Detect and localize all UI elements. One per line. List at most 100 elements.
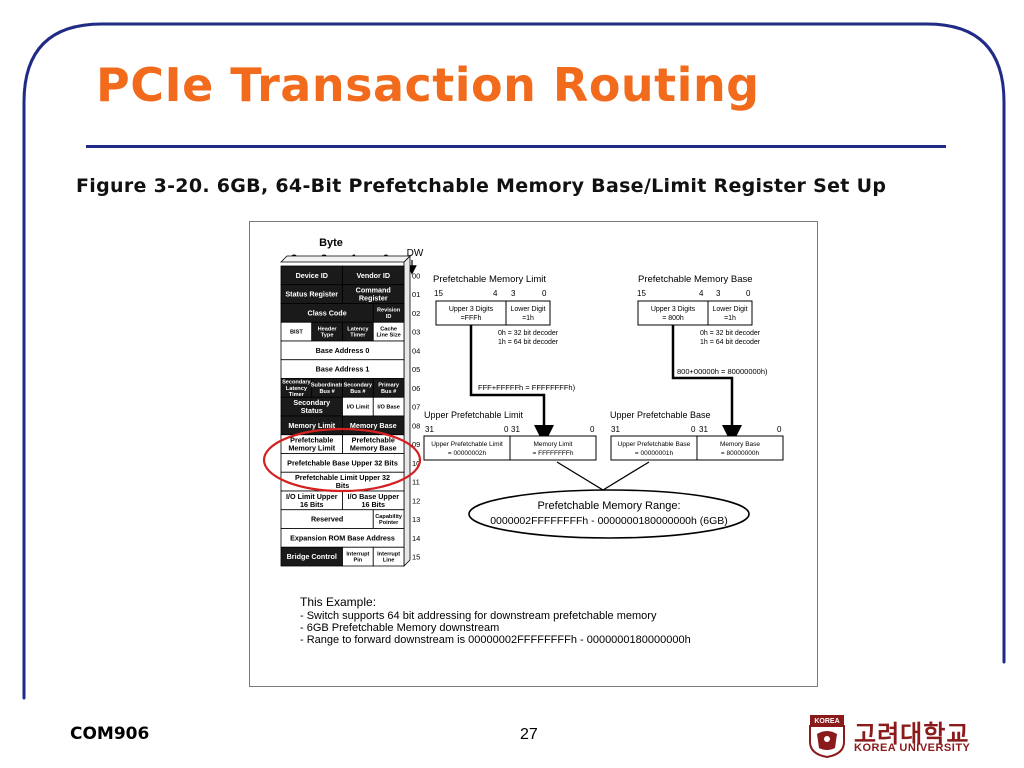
memory-base-cell-value: = 80000000h [721,450,760,457]
register-cell-label: Memory Base [350,421,397,430]
upper-limit-bit-31a: 31 [425,425,434,434]
limit-bit-4: 4 [493,289,498,298]
example-heading: This Example: [300,595,376,609]
university-crest-icon: KOREA [809,715,845,758]
limit-routing-arrow [469,325,554,445]
example-line-2: - 6GB Prefetchable Memory downstream [300,622,499,634]
base-lower-field [707,300,753,326]
dw-index: 04 [412,346,420,355]
byte-label: Byte [319,237,343,249]
register-cell-label: BIST [290,330,303,336]
dw-index: 05 [412,365,420,374]
dw-index: 01 [412,290,420,299]
logo-english-text: KOREA UNIVERSITY [854,742,971,754]
range-value: 0000002FFFFFFFFh - 0000000180000000h (6G… [490,515,728,527]
dw-index: 15 [412,553,420,562]
upper-base-bit-0a: 0 [691,425,696,434]
figure-caption: Figure 3-20. 6GB, 64-Bit Prefetchable Me… [76,175,887,197]
dw-index: 13 [412,515,420,524]
register-cell-label: Class Code [308,308,347,317]
register-cell-label: Base Address 0 [316,346,370,355]
limit-decoder-note-32: 0h = 32 bit decoder [498,330,559,337]
memory-base-cell [696,435,784,461]
base-lower-label: Lower Digit [712,306,747,313]
upper-base-bit-0b: 0 [777,425,782,434]
register-cell-label: Device ID [296,271,328,280]
dw-index: 06 [412,384,420,393]
example-line-1: - Switch supports 64 bit addressing for … [300,610,657,622]
slide-title: PCIe Transaction Routing [96,58,760,112]
limit-bit-0: 0 [542,289,547,298]
limit-lower-field [505,300,551,326]
upper-limit-title: Upper Prefetchable Limit [424,410,524,420]
upper-limit-bit-31b: 31 [511,425,520,434]
upper-limit-cell-label: Upper Prefetchable Limit [431,441,503,448]
upper-limit-bit-0a: 0 [504,425,509,434]
dw-index: 09 [412,440,420,449]
base-register-title: Prefetchable Memory Base [638,274,753,285]
limit-decoder-note-64: 1h = 64 bit decoder [498,339,559,346]
register-stack-side [403,255,411,567]
register-cell-label: Expansion ROM Base Address [290,533,395,542]
memory-limit-cell-value: = FFFFFFFFh [533,450,574,457]
limit-lower-label: Lower Digit [510,306,545,313]
register-cell-label: Bridge Control [287,552,337,561]
limit-upper-value: =FFFh [461,315,482,322]
base-bit-4: 4 [699,289,704,298]
logo-korean-text: 고려대학교 [854,720,970,748]
example-line-3: - Range to forward downstream is 0000000… [300,634,691,646]
slide-frame [22,22,1006,700]
dw-index: 02 [412,309,420,318]
base-bit-0: 0 [746,289,751,298]
memory-limit-cell-label: Memory Limit [533,441,572,448]
dw-index: 12 [412,496,420,505]
upper-base-title: Upper Prefetchable Base [610,410,711,420]
limit-register-title: Prefetchable Memory Limit [433,274,546,285]
base-decoder-note-64: 1h = 64 bit decoder [700,339,761,346]
range-title: Prefetchable Memory Range: [537,500,680,512]
course-code: COM906 [70,724,150,744]
register-cell-label: Prefetchable Base Upper 32 Bits [287,458,398,467]
dw-label: DW [407,248,424,259]
base-bit-15: 15 [637,289,646,298]
korea-university-logo: KOREA 고려대학교 KOREA UNIVERSITY [806,714,986,760]
highlight-ellipse [262,427,422,493]
memory-base-cell-label: Memory Base [720,441,760,448]
crest-label: KOREA [814,718,839,725]
title-underline [86,145,946,148]
register-cell-label: Vendor ID [356,271,390,280]
upper-base-cell-value: = 00000001h [635,450,674,457]
dw-index: 08 [412,421,420,430]
limit-bit-15: 15 [434,289,443,298]
register-cell-label: Reserved [311,515,343,524]
base-upper-label: Upper 3 Digits [651,306,696,313]
base-lower-value: =1h [724,315,736,322]
upper-base-cell-label: Upper Prefetchable Base [618,441,691,448]
register-cell-label: I/O Limit [347,405,370,411]
upper-limit-bit-0b: 0 [590,425,595,434]
upper-base-bit-31b: 31 [699,425,708,434]
limit-upper-label: Upper 3 Digits [449,306,494,313]
base-upper-value: = 800h [662,315,684,322]
upper-limit-cell-value: = 00000002h [448,450,487,457]
limit-lower-value: =1h [522,315,534,322]
register-cell-label: Base Address 1 [316,365,370,374]
register-stack-top [280,255,411,263]
